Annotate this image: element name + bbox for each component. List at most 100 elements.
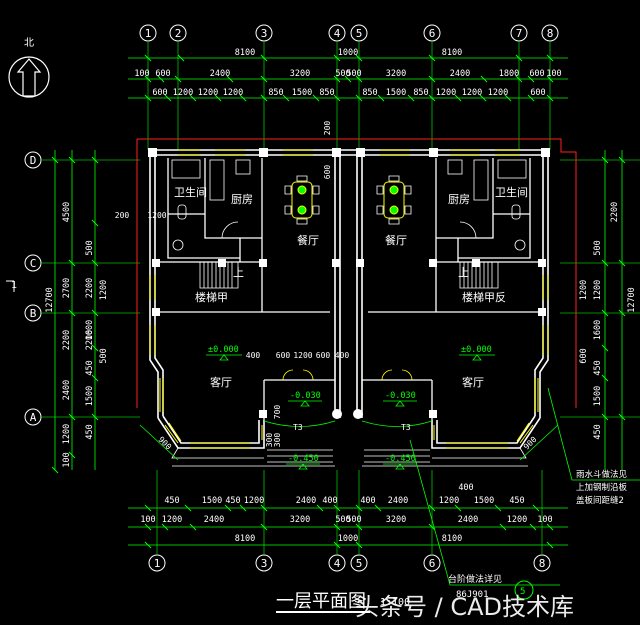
axis-label: A bbox=[30, 411, 37, 424]
dim-text: 400 bbox=[458, 483, 473, 493]
room-label-bath-right: 卫生间 bbox=[495, 185, 528, 199]
level-text: -0.450 bbox=[288, 454, 319, 464]
dim-text: 2200 bbox=[610, 202, 620, 222]
dim-text: 400 bbox=[335, 351, 350, 360]
north-arrow: 北 bbox=[8, 37, 50, 98]
axis-lines bbox=[41, 41, 640, 555]
dim-text: 1200 bbox=[147, 211, 166, 220]
axis-label: 6 bbox=[429, 27, 436, 40]
dim-text: 600 bbox=[579, 348, 589, 363]
level-marks: ±0.000 ±0.000 -0.030 -0.030 -0.450 -0.45… bbox=[208, 345, 492, 464]
dim-text: 1000 bbox=[338, 534, 358, 544]
north-label: 北 bbox=[24, 37, 34, 49]
dim-text: 450 bbox=[164, 496, 179, 506]
axis-label: 3 bbox=[261, 27, 268, 40]
dim-text: 400 bbox=[322, 496, 337, 506]
dim-text: 1200 bbox=[488, 88, 508, 98]
axis-bubbles-top bbox=[139, 24, 559, 42]
dim-text: 3200 bbox=[386, 69, 406, 79]
dim-text: 1200 bbox=[439, 496, 459, 506]
axis-label: 1 bbox=[154, 557, 161, 570]
axis-label: C bbox=[30, 257, 37, 270]
dim-text: 12700 bbox=[627, 287, 637, 313]
axis-label: 5 bbox=[356, 557, 363, 570]
dim-text: 3200 bbox=[386, 515, 406, 525]
dim-text: 450 bbox=[509, 496, 524, 506]
dim-text: 100 bbox=[134, 69, 149, 79]
north-arrow-icon bbox=[16, 58, 42, 97]
dim-text: 1200 bbox=[99, 280, 109, 300]
dim-text: 600 bbox=[529, 69, 544, 79]
dim-text: 700 bbox=[273, 405, 282, 420]
step-note: 台阶做法详见 bbox=[448, 573, 502, 585]
room-label-bath-left: 卫生间 bbox=[174, 185, 207, 199]
dim-text: 1500 bbox=[85, 386, 95, 406]
dim-text: 1000 bbox=[338, 48, 358, 58]
room-label-kitchen-left: 厨房 bbox=[231, 193, 253, 206]
axis-label: B bbox=[30, 307, 37, 320]
room-label-kitchen-right: 厨房 bbox=[448, 193, 470, 206]
stairs bbox=[199, 262, 499, 289]
dim-text: 500 bbox=[593, 240, 603, 255]
dim-text: 850 bbox=[413, 88, 428, 98]
dimension-lines bbox=[54, 57, 623, 546]
level-text: -0.030 bbox=[385, 391, 416, 401]
dim-text: 1200 bbox=[436, 88, 456, 98]
dim-text: 2200 bbox=[62, 330, 72, 350]
dim-text: 2700 bbox=[62, 278, 72, 298]
dim-text: 1600 bbox=[85, 320, 95, 340]
dim-text: 4500 bbox=[62, 202, 72, 222]
porch-curves bbox=[139, 420, 559, 461]
dim-text: 200 bbox=[323, 121, 332, 136]
dim-text: 1200 bbox=[293, 351, 312, 360]
dimension-texts-bottom: 450 1500 450 1200 2400 400 400 2400 1200… bbox=[140, 483, 552, 544]
dim-text: 8100 bbox=[235, 534, 255, 544]
level-text: ±0.000 bbox=[461, 345, 492, 355]
axis-bubbles-bottom bbox=[148, 554, 551, 572]
windows bbox=[149, 149, 549, 449]
step-ref: 86J901 bbox=[456, 590, 489, 600]
dim-text: 2400 bbox=[458, 515, 478, 525]
dim-text: 2200 bbox=[85, 330, 95, 350]
dim-text: 1200 bbox=[579, 280, 589, 300]
dining-tables bbox=[291, 181, 405, 219]
dim-text: 1200 bbox=[593, 280, 603, 300]
dim-text: 600 bbox=[276, 351, 291, 360]
dim-text: 500 bbox=[85, 240, 95, 255]
dim-text: 1200 bbox=[507, 515, 527, 525]
room-label-stair-left: 楼梯甲 bbox=[195, 290, 228, 304]
dimension-ticks bbox=[51, 54, 626, 549]
dim-text: 8100 bbox=[442, 48, 462, 58]
tag-right: T3 bbox=[401, 423, 411, 432]
dim-text: 100 bbox=[546, 69, 561, 79]
stair-up-left: 上 bbox=[233, 266, 244, 279]
axis-labels-top: 1 2 3 4 5 6 7 8 bbox=[145, 27, 554, 40]
axis-label: 8 bbox=[539, 557, 546, 570]
drawing-scale: 1:100 bbox=[380, 597, 410, 608]
dim-text: 8100 bbox=[235, 48, 255, 58]
axis-labels-bottom: 1 3 4 5 6 8 bbox=[154, 557, 546, 570]
room-label-dining-right: 餐厅 bbox=[385, 233, 407, 247]
tags: T3 T3 bbox=[293, 423, 411, 432]
dim-text: 600 bbox=[155, 69, 170, 79]
dim-text: 200 bbox=[115, 211, 130, 220]
axis-label: 5 bbox=[356, 27, 363, 40]
dim-text: 850 bbox=[362, 88, 377, 98]
axis-bubbles-left bbox=[24, 151, 42, 426]
dim-text: 600 bbox=[152, 88, 167, 98]
dim-text: 2200 bbox=[85, 278, 95, 298]
axis-label: 6 bbox=[429, 557, 436, 570]
tag-left: T3 bbox=[293, 423, 303, 432]
dim-text: 2400 bbox=[210, 69, 230, 79]
dim-text: 1200 bbox=[162, 515, 182, 525]
dim-text: 600 bbox=[530, 88, 545, 98]
level-text: ±0.000 bbox=[208, 345, 239, 355]
room-labels: 卫生间 厨房 餐厅 餐厅 厨房 卫生间 楼梯甲 楼梯甲反 上 上 客厅 客厅 bbox=[174, 185, 528, 389]
dim-text: 450 bbox=[85, 360, 95, 375]
dim-text: 1500 bbox=[292, 88, 312, 98]
dim-text: 300 bbox=[265, 433, 274, 448]
dim-text: 100 bbox=[140, 515, 155, 525]
dim-text: 400 bbox=[360, 496, 375, 506]
leader-lines bbox=[409, 387, 640, 586]
dim-text: 850 bbox=[268, 88, 283, 98]
